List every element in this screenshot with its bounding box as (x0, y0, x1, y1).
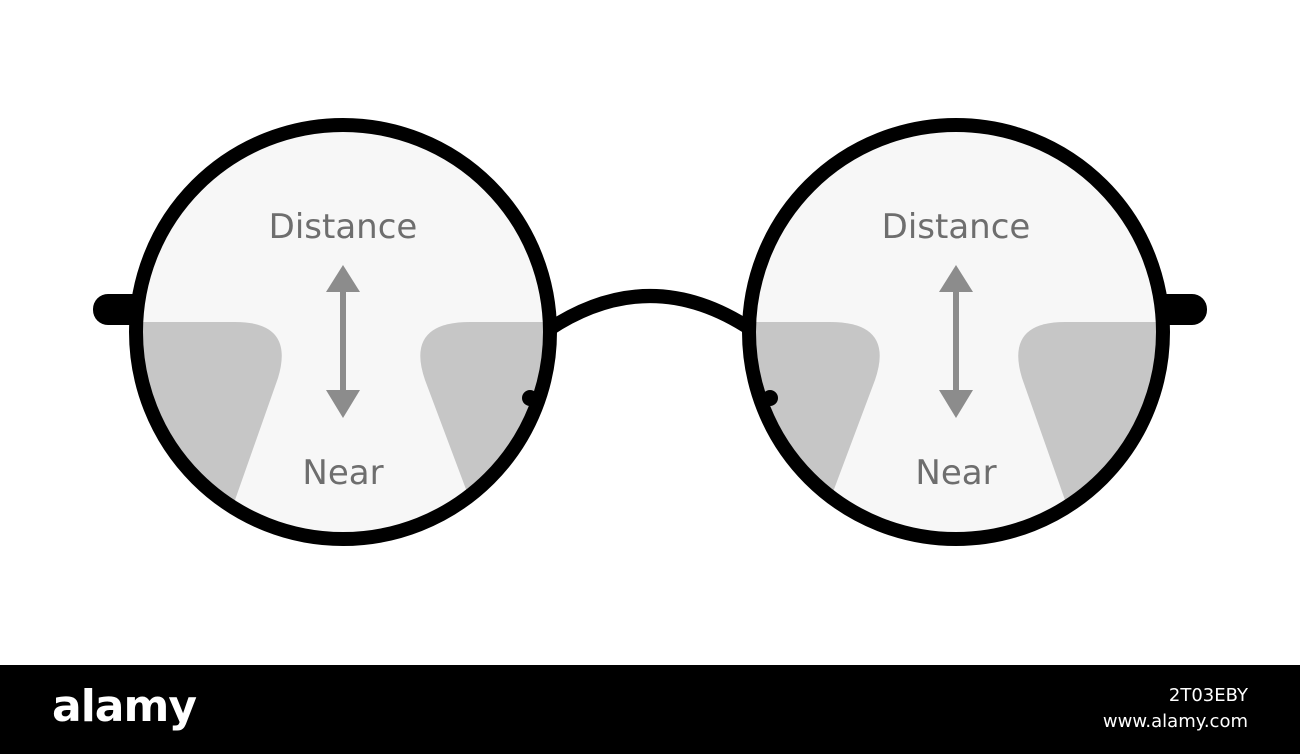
left-nose-pad (522, 390, 538, 406)
right-lens: Distance Near (742, 118, 1170, 546)
right-distance-label: Distance (882, 207, 1031, 247)
right-lens-rim (742, 118, 1170, 546)
left-near-label: Near (302, 453, 383, 493)
glasses-diagram: Distance Near Distance Near (93, 118, 1207, 546)
image-id: 2T03EBY (1168, 685, 1248, 706)
left-distance-label: Distance (269, 207, 418, 247)
alamy-logo: alamy (52, 681, 197, 732)
bridge (541, 289, 759, 337)
left-lens: Distance Near (129, 118, 557, 546)
right-near-label: Near (915, 453, 996, 493)
watermark-footer: alamy 2T03EBY www.alamy.com (0, 665, 1300, 754)
site-url: www.alamy.com (1102, 711, 1248, 732)
right-nose-pad (762, 390, 778, 406)
left-lens-rim (129, 118, 557, 546)
left-double-arrow-icon (326, 265, 360, 418)
right-double-arrow-icon (939, 265, 973, 418)
